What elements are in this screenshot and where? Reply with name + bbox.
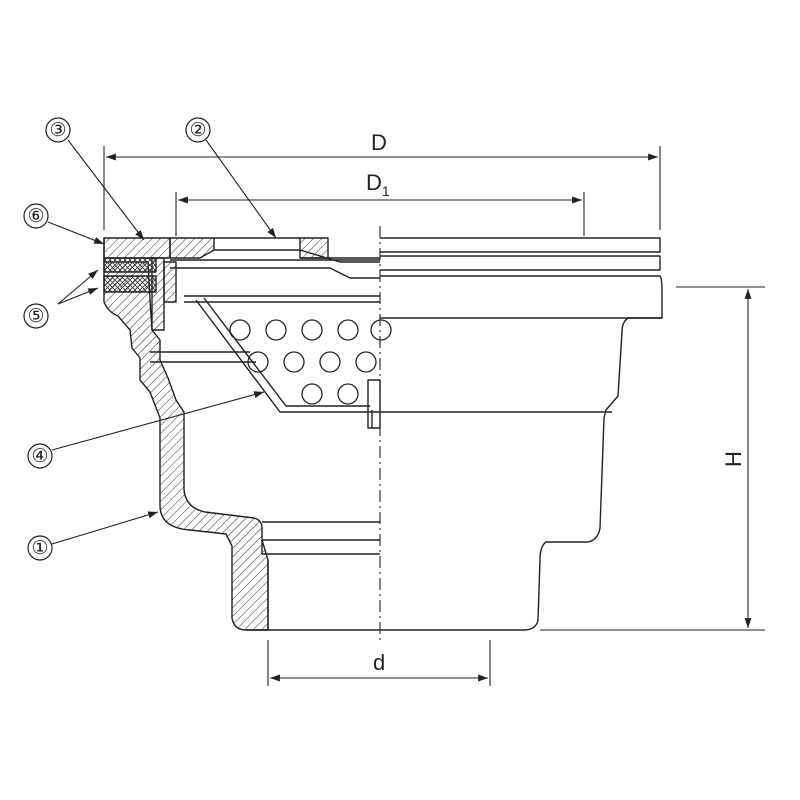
strainer-basket-section <box>150 295 612 429</box>
callout-4-number: ④ <box>31 445 48 467</box>
gasket-section <box>103 257 177 331</box>
dim-label-H: H <box>721 451 746 467</box>
dimension-D1 <box>175 192 585 236</box>
leader-lines <box>47 139 277 545</box>
body-section <box>103 261 380 631</box>
dim-label-D1: D1 <box>366 170 390 199</box>
callout-3-number: ③ <box>49 119 66 141</box>
dim-label-D: D <box>371 130 387 155</box>
callout-5-number: ⑤ <box>27 305 44 327</box>
callout-circles <box>23 117 211 561</box>
dim-label-d: d <box>373 650 385 675</box>
callout-1-number: ① <box>31 537 48 559</box>
callout-2-number: ② <box>189 119 206 141</box>
dimension-H <box>540 286 765 631</box>
dimension-d <box>267 640 491 686</box>
body-exterior <box>380 237 663 631</box>
callout-6-number: ⑥ <box>27 205 44 227</box>
